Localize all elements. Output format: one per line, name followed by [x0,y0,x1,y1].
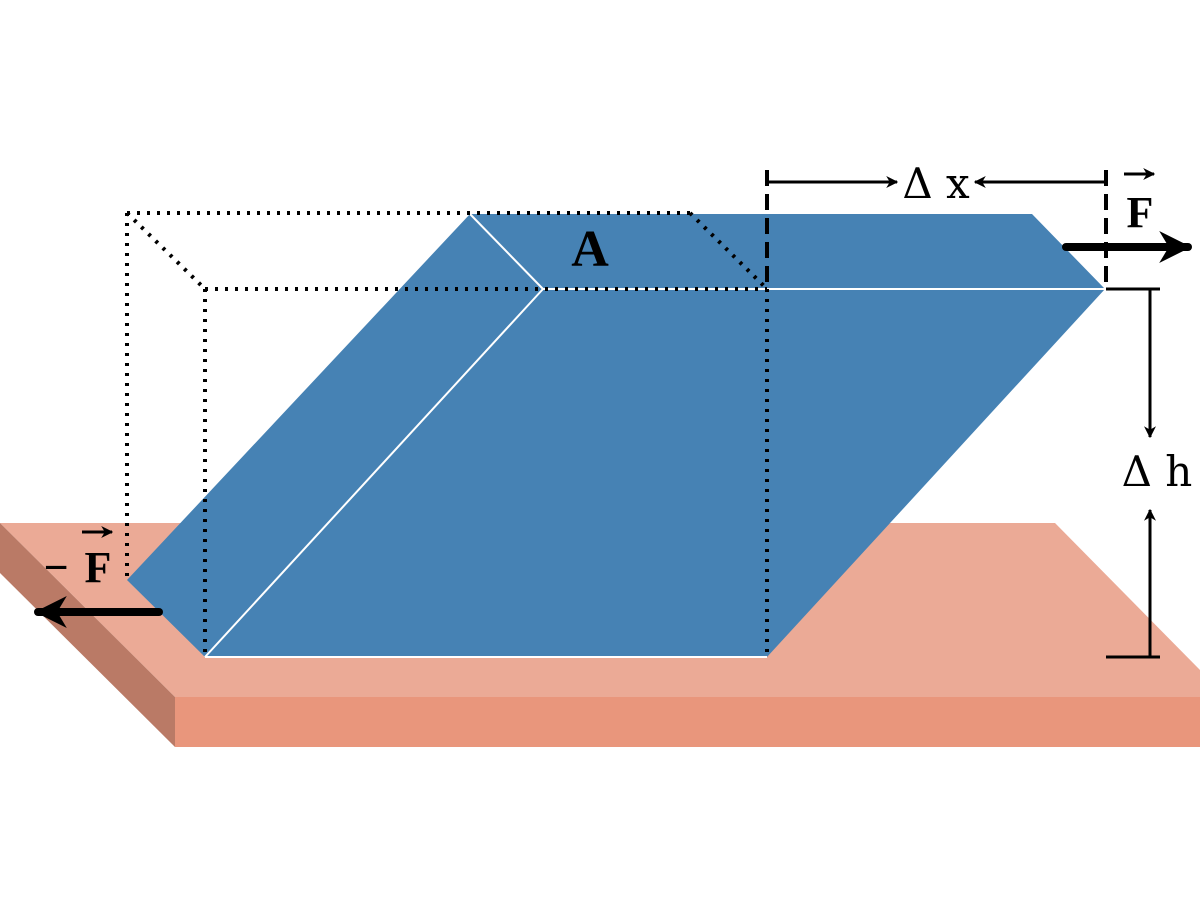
negative-force-sign: − [43,543,68,592]
base-plate-front [175,697,1200,747]
height-label: Δ h [1122,447,1193,496]
original-block-outline [125,211,769,657]
force-label: F [1127,188,1154,237]
block-left-face [127,214,543,657]
area-label: A [571,221,609,278]
sheared-block [127,213,1105,658]
displacement-label: Δ x [902,159,970,208]
block-front-face [205,289,1105,657]
negative-force-label: F [85,543,112,592]
block-top-face [470,214,1105,289]
base-plate-side [0,523,175,747]
